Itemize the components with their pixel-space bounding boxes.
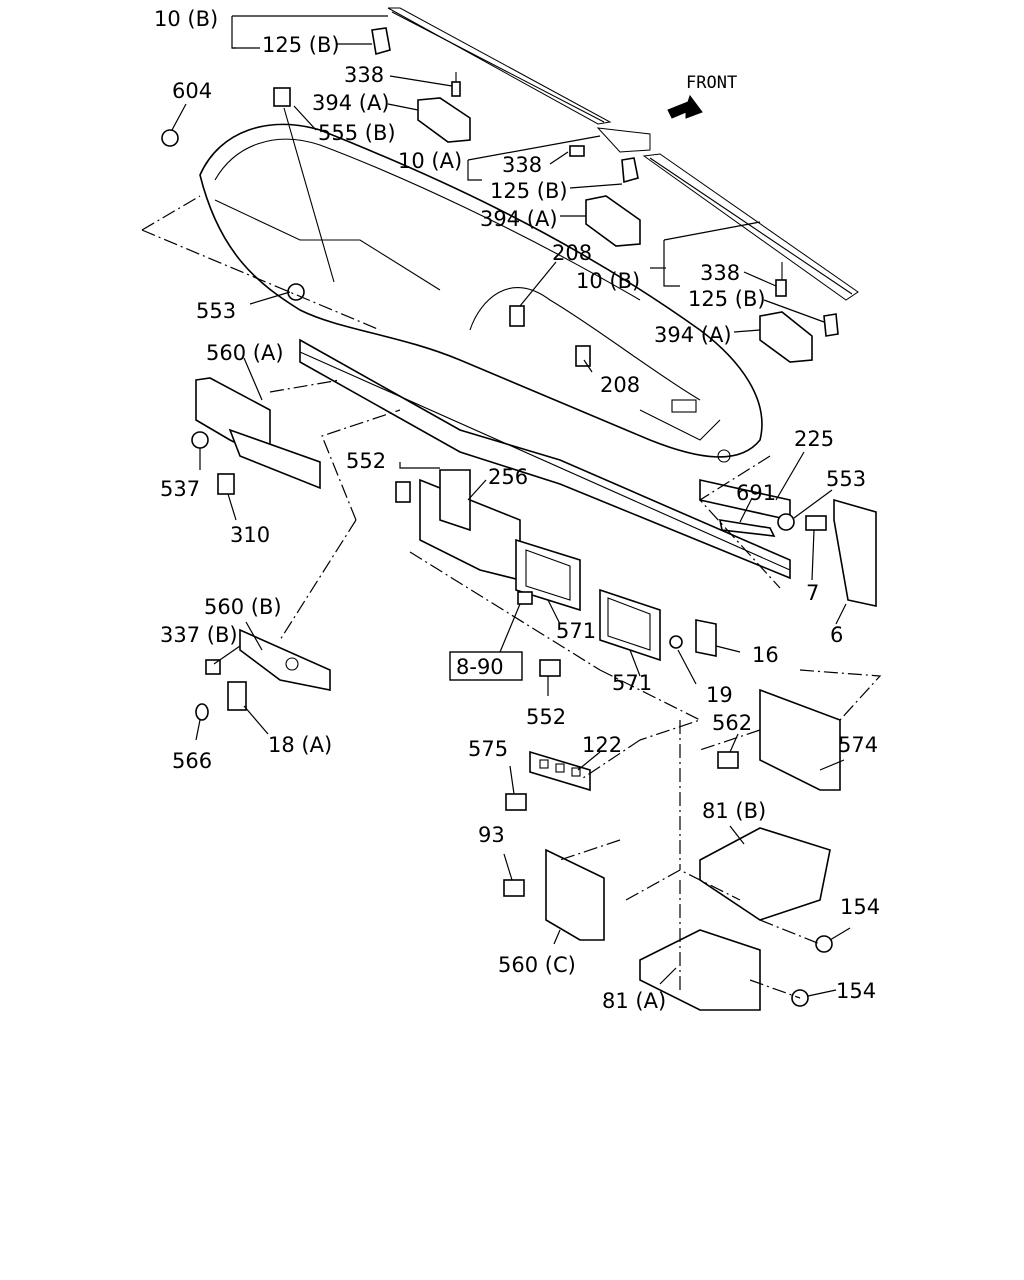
callout-394a-top: 394 (A) <box>312 91 390 115</box>
bolt-552-bottom <box>539 659 561 677</box>
clip-125b-mid <box>621 157 639 184</box>
callout-691: 691 <box>736 481 776 505</box>
bracket-394a-top <box>417 97 471 143</box>
callout-16: 16 <box>752 643 779 667</box>
callout-225: 225 <box>794 427 834 451</box>
screw-19 <box>669 635 683 649</box>
callout-552-bottom: 552 <box>526 705 566 729</box>
bracket-81a <box>639 929 761 1011</box>
instrument-panel <box>199 123 763 463</box>
switch-panel-122 <box>529 750 591 792</box>
callout-338-top: 338 <box>344 63 384 87</box>
bracket-560c <box>545 848 605 941</box>
callout-93: 93 <box>478 823 505 847</box>
callout-125b-right: 125 (B) <box>688 287 766 311</box>
callout-81b: 81 (B) <box>702 799 766 823</box>
bracket-560b <box>239 628 331 691</box>
bolt-93 <box>503 879 525 897</box>
nut-154-a <box>815 935 833 953</box>
clip-208-a <box>509 305 525 327</box>
bolt-562 <box>717 751 739 769</box>
callout-7: 7 <box>806 581 819 605</box>
callout-394a-right: 394 (A) <box>654 323 732 347</box>
callout-571-a: 571 <box>556 619 596 643</box>
callout-575: 575 <box>468 737 508 761</box>
fitting-18a <box>227 681 247 711</box>
nut-553-right <box>777 513 795 531</box>
nut-537 <box>191 431 209 449</box>
callout-19: 19 <box>706 683 733 707</box>
bolt-552-top <box>395 481 411 503</box>
bracket-6 <box>833 498 877 607</box>
callout-560a: 560 (A) <box>206 341 284 365</box>
callout-338-right: 338 <box>700 261 740 285</box>
front-direction-arrow <box>667 94 703 119</box>
callout-560b: 560 (B) <box>204 595 282 619</box>
bolt-7 <box>805 515 827 531</box>
pocket-571-b <box>599 588 661 662</box>
screw-338-top <box>451 72 461 97</box>
defroster-garnish-right <box>642 153 859 301</box>
callout-256: 256 <box>488 465 528 489</box>
callout-18a: 18 (A) <box>268 733 332 757</box>
bracket-394a-mid <box>585 195 641 247</box>
reference-box <box>449 651 523 681</box>
center-bracket-256 <box>419 469 521 582</box>
screw-338-mid <box>569 145 585 157</box>
callout-566: 566 <box>172 749 212 773</box>
clip-16 <box>695 619 717 657</box>
defroster-garnish-top <box>387 7 612 125</box>
strip-691 <box>718 519 776 537</box>
callout-125b-top: 125 (B) <box>262 33 340 57</box>
callout-81a: 81 (A) <box>602 989 666 1013</box>
callout-10b-top: 10 (B) <box>154 7 218 31</box>
bolt-575 <box>505 793 527 811</box>
clip-604 <box>161 129 179 147</box>
callout-562: 562 <box>712 711 752 735</box>
bolt-337b <box>205 659 221 675</box>
callout-537: 537 <box>160 477 200 501</box>
callout-10a: 10 (A) <box>398 149 462 173</box>
callout-208-b: 208 <box>600 373 640 397</box>
callout-604: 604 <box>172 79 212 103</box>
screw-338-right <box>775 262 787 297</box>
defroster-garnish-middle <box>596 127 651 153</box>
bracket-81b <box>699 827 831 921</box>
callout-125b-mid: 125 (B) <box>490 179 568 203</box>
bracket-394a-right <box>759 311 813 363</box>
bracket-574 <box>759 688 841 791</box>
callout-574: 574 <box>838 733 878 757</box>
bolt-310 <box>217 473 235 495</box>
callout-560c: 560 (C) <box>498 953 576 977</box>
leader-lines <box>171 15 851 997</box>
callout-553-left: 553 <box>196 299 236 323</box>
callout-122: 122 <box>582 733 622 757</box>
callout-571-b: 571 <box>612 671 652 695</box>
bolt-555b <box>273 87 335 283</box>
direction-label: FRONT <box>686 73 737 93</box>
callout-555b: 555 (B) <box>318 121 396 145</box>
reference-box-label: 8-90 <box>456 655 504 679</box>
callout-552-top: 552 <box>346 449 386 473</box>
callout-338-mid: 338 <box>502 153 542 177</box>
callout-6: 6 <box>830 623 843 647</box>
callout-10b-right: 10 (B) <box>576 269 640 293</box>
bracket-560a <box>195 377 321 490</box>
clip-125b-right <box>823 313 839 337</box>
oring-566 <box>195 703 209 721</box>
screw-8-90 <box>517 591 533 605</box>
callout-154-b: 154 <box>836 979 876 1003</box>
callout-208-a: 208 <box>552 241 592 265</box>
steering-support-beam <box>299 338 791 580</box>
clip-208-b <box>575 345 591 367</box>
phantom-lines <box>141 195 882 999</box>
callout-394a-mid: 394 (A) <box>480 207 558 231</box>
clip-125b-top <box>371 27 391 56</box>
callout-310: 310 <box>230 523 270 547</box>
callout-337b: 337 (B) <box>160 623 238 647</box>
callout-553-right: 553 <box>826 467 866 491</box>
callout-154-a: 154 <box>840 895 880 919</box>
